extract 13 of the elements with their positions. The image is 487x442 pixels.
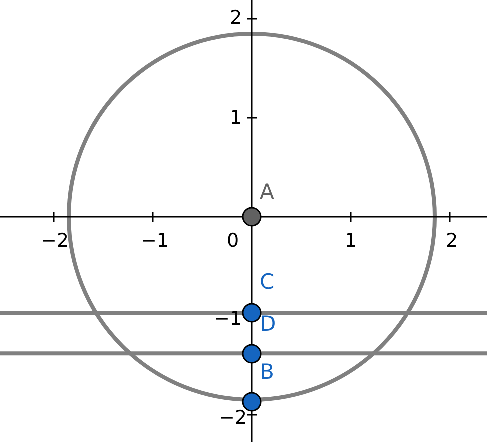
tick-label: −2 [219, 407, 248, 429]
tick-label: −1 [214, 308, 242, 330]
point-label: D [260, 313, 276, 335]
tick-label: 2 [446, 230, 458, 252]
tick-label: −2 [41, 230, 70, 252]
tick-label: 2 [230, 7, 242, 29]
point-label: A [260, 181, 274, 203]
point-label: B [260, 361, 274, 383]
tick-label: 0 [227, 230, 240, 252]
point-label: C [260, 271, 275, 293]
tick-label: −1 [141, 230, 170, 252]
tick-label: 1 [230, 107, 242, 129]
tick-label: 1 [345, 230, 358, 252]
